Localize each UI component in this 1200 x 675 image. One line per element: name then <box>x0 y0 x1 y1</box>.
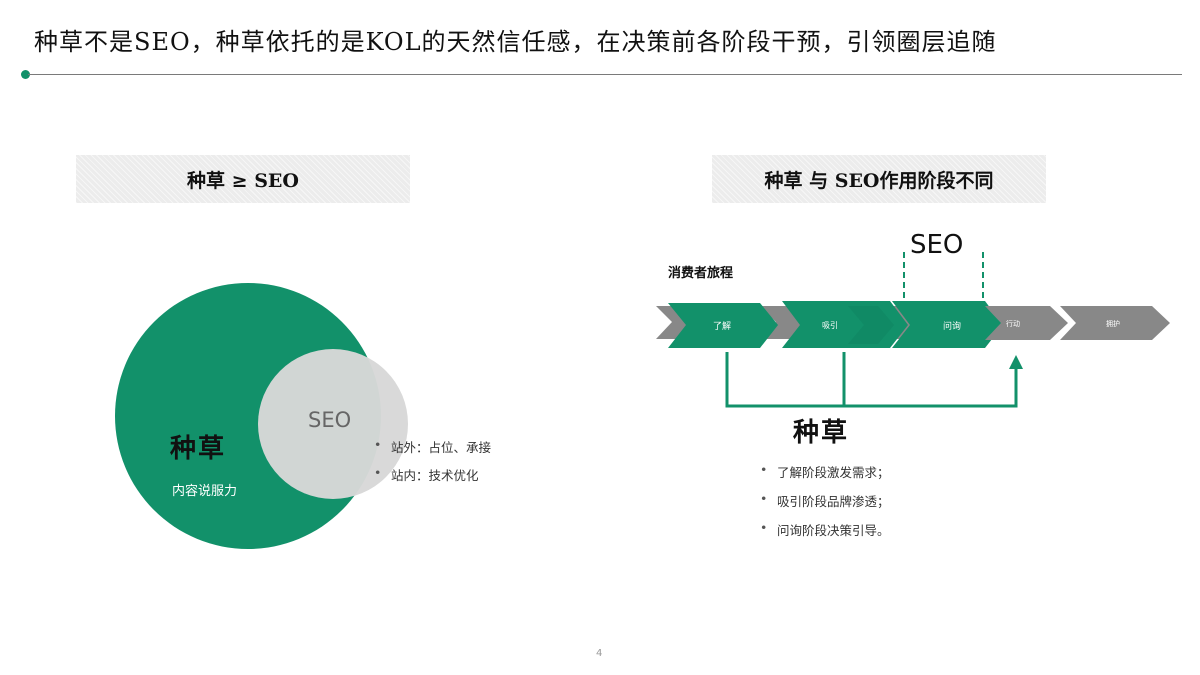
seo-circle-label: SEO <box>308 408 352 432</box>
left-bullet-list: 站外：占位、承接 站内：技术优化 <box>374 437 491 493</box>
journey-stage-label: 吸引 <box>822 321 838 330</box>
journey-chevron-green <box>892 301 1003 348</box>
page-number: 4 <box>596 648 603 659</box>
right-bullet-item: 吸引阶段品牌渗透； <box>760 491 890 510</box>
right-bullet-item: 问询阶段决策引导。 <box>760 520 890 539</box>
consumer-journey-label: 消费者旅程 <box>668 266 734 281</box>
title-divider <box>28 74 1182 75</box>
right-bullet-item: 了解阶段激发需求； <box>760 462 890 481</box>
zhongcao-arrowhead <box>1009 355 1023 369</box>
journey-chevron-green <box>848 306 894 344</box>
journey-chevron-green <box>668 303 778 348</box>
zhongcao-circle-label: 种草 <box>170 434 227 464</box>
left-bullet-item: 站内：技术优化 <box>374 465 491 484</box>
journey-stage-label: 行动 <box>1006 319 1020 328</box>
page-title: 种草不是SEO，种草依托的是KOL的天然信任感，在决策前各阶段干预，引领圈层追随 <box>34 28 997 56</box>
zhongcao-stage-label: 种草 <box>793 418 850 448</box>
journey-stage-label: 了解 <box>713 320 731 332</box>
journey-chevron-gray <box>1060 306 1170 340</box>
zhongcao-bracket <box>725 352 1018 408</box>
right-section-header: 种草 与 SEO作用阶段不同 <box>712 155 1046 203</box>
right-bullet-list: 了解阶段激发需求； 吸引阶段品牌渗透； 问询阶段决策引导。 <box>760 462 890 549</box>
title-line-dot <box>21 70 30 79</box>
journey-chevron-gray <box>985 306 1068 340</box>
zhongcao-circle-sublabel: 内容说服力 <box>172 484 238 499</box>
left-section-header: 种草 ≥ SEO <box>76 155 410 203</box>
left-bullet-item: 站外：占位、承接 <box>374 437 491 456</box>
journey-stage-label: 问询 <box>943 320 961 332</box>
seo-stage-label: SEO <box>910 230 964 260</box>
journey-stage-label: 拥护 <box>1106 319 1120 328</box>
